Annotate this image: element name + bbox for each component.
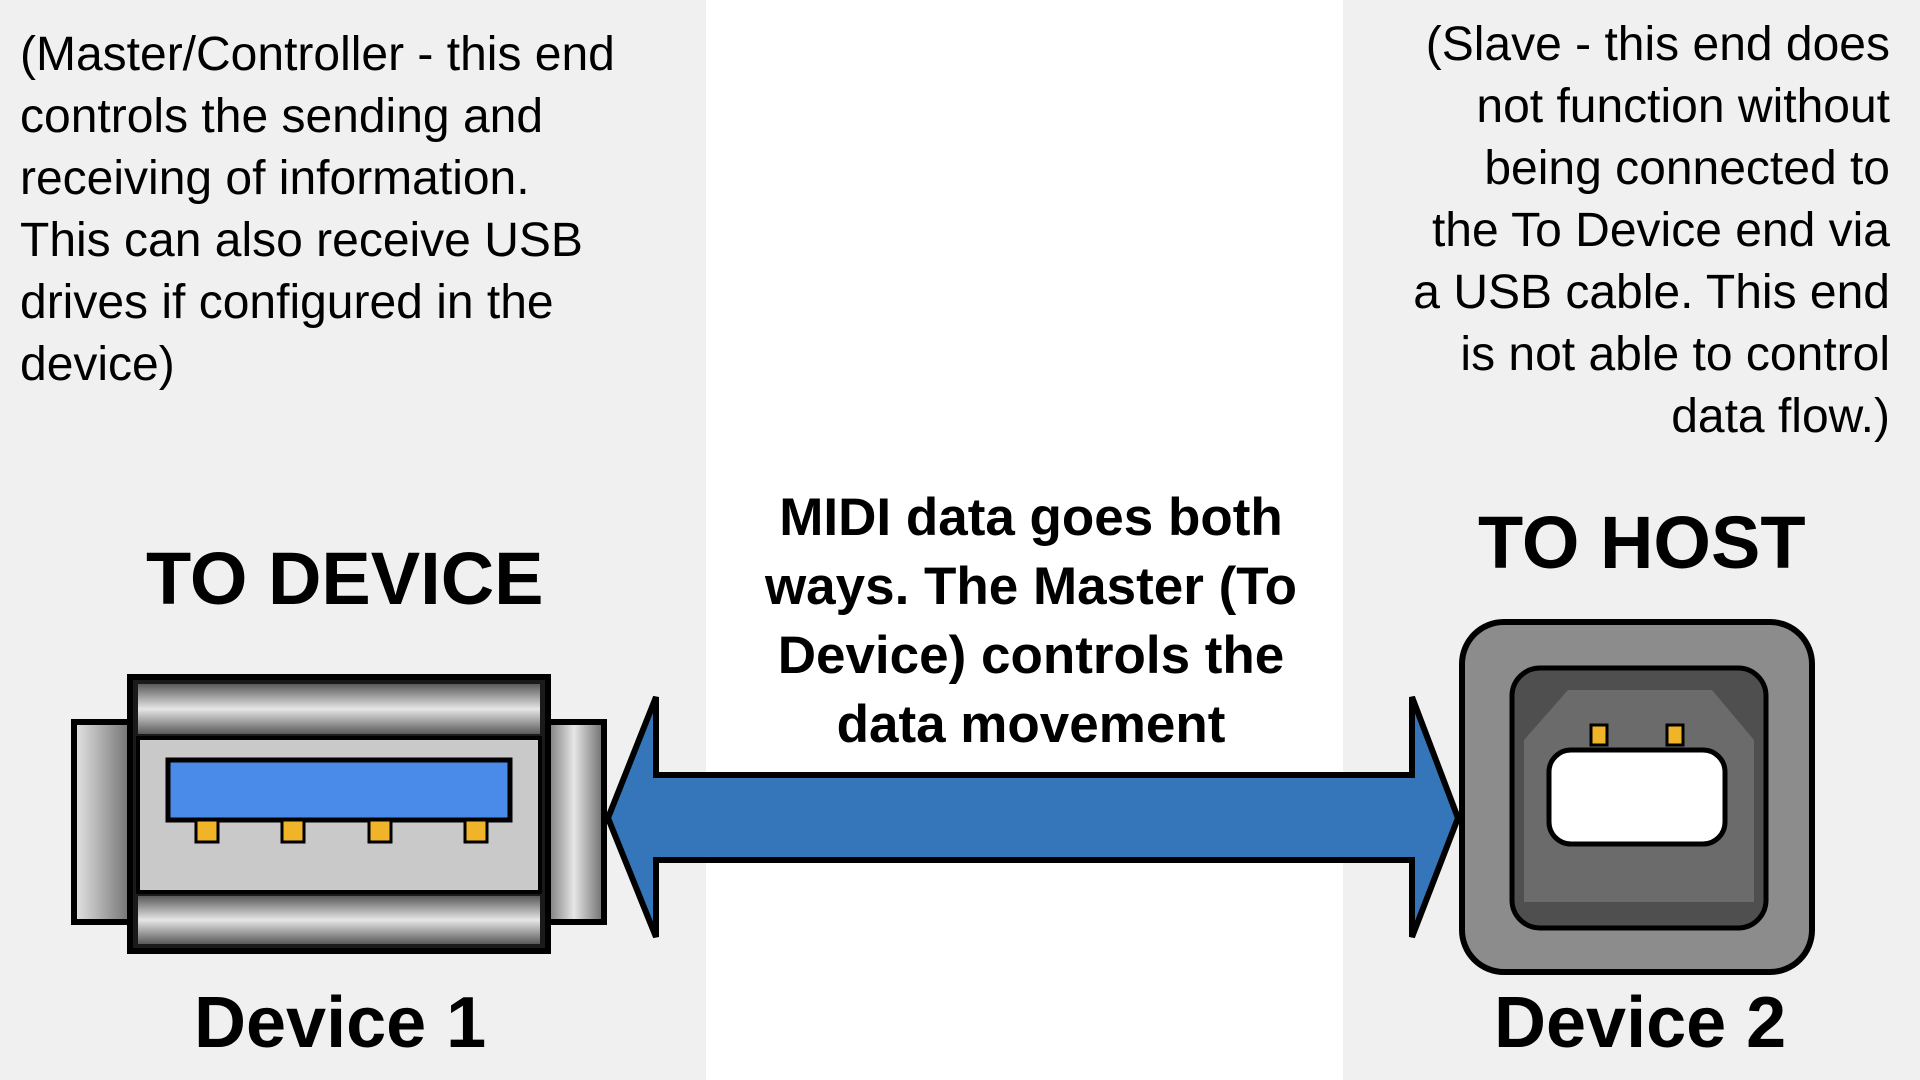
- middle-panel: [706, 0, 1343, 1080]
- slave-description: (Slave - this end does not function with…: [1330, 14, 1890, 448]
- master-description-line: controls the sending and: [20, 90, 544, 143]
- master-description-line: device): [20, 338, 175, 391]
- master-description: (Master/Controller - this end controls t…: [20, 24, 700, 396]
- usb-b-port-icon: [1459, 619, 1815, 975]
- slave-description-line: is not able to control: [1460, 328, 1890, 381]
- slave-description-line: the To Device end via: [1431, 204, 1890, 257]
- midi-flow-caption-line: Device) controls the: [777, 626, 1285, 685]
- to-device-heading: TO DEVICE: [146, 537, 544, 620]
- midi-flow-caption-line: ways. The Master (To: [764, 557, 1298, 616]
- slave-description-line: (Slave - this end does: [1425, 18, 1890, 71]
- double-arrow-icon: [604, 695, 1462, 939]
- slave-description-line: a USB cable. This end: [1413, 266, 1890, 319]
- master-description-line: (Master/Controller - this end: [20, 28, 615, 81]
- master-description-line: This can also receive USB: [20, 214, 583, 267]
- master-description-line: receiving of information.: [20, 152, 530, 205]
- slave-description-line: not function without: [1476, 80, 1890, 133]
- usb-a-port-icon: [71, 674, 607, 954]
- slave-description-line: data flow.): [1671, 390, 1890, 443]
- to-host-heading: TO HOST: [1478, 501, 1806, 584]
- midi-flow-caption: MIDI data goes both ways. The Master (To…: [706, 483, 1356, 759]
- midi-flow-caption-line: data movement: [836, 695, 1226, 754]
- master-description-line: drives if configured in the: [20, 276, 554, 329]
- device-1-label: Device 1: [194, 983, 487, 1063]
- device-2-label: Device 2: [1494, 983, 1787, 1063]
- midi-flow-caption-line: MIDI data goes both: [779, 488, 1283, 547]
- slave-description-line: being connected to: [1484, 142, 1890, 195]
